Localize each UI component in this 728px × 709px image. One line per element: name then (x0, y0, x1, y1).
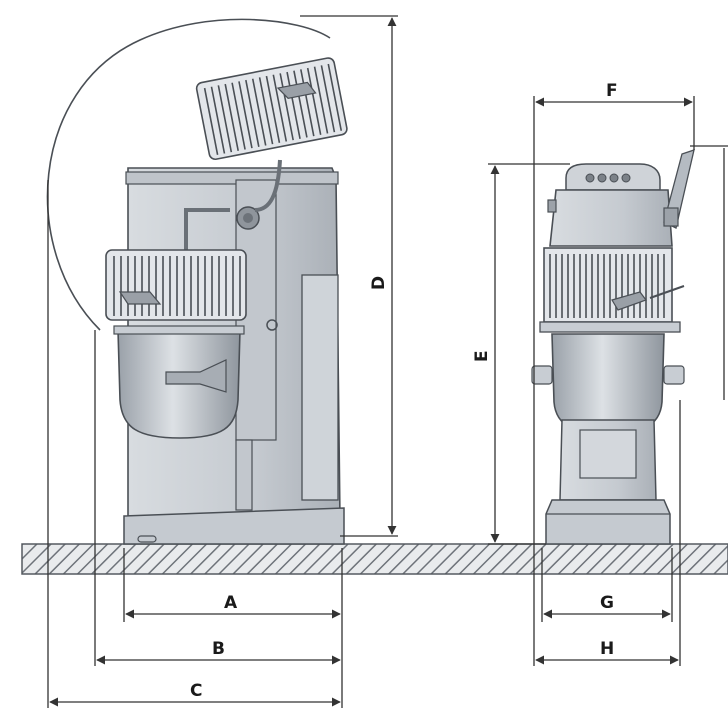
guard-bar (313, 66, 329, 134)
side-view (46, 18, 348, 545)
guard-bar (203, 87, 219, 155)
mixing-bowl-side (113, 325, 245, 439)
bowl-guard-lowered (105, 249, 247, 321)
guard-bar (245, 79, 260, 147)
front-guard (543, 247, 685, 323)
front-view (531, 149, 695, 545)
dimension-b-label: B (212, 639, 225, 659)
guard-bar (210, 86, 226, 154)
guard-bar (251, 78, 267, 146)
control-dials (585, 173, 631, 183)
floor (21, 543, 728, 575)
guard-bar (272, 74, 288, 142)
guard-bar (300, 69, 315, 137)
guard-bar (224, 83, 239, 151)
guard-bar (265, 75, 281, 143)
dimension-a-label: A (224, 593, 238, 613)
dimension-d-label: D (369, 276, 389, 290)
guard-bar (286, 71, 301, 139)
dimension-lines (47, 15, 728, 708)
mixing-bowl-front (531, 333, 685, 435)
machine-base-front (545, 499, 671, 545)
side-panel (301, 274, 339, 501)
guard-bar (320, 65, 336, 133)
guard-bar (306, 67, 322, 135)
swing-arc (46, 18, 331, 331)
guard-bar (238, 81, 253, 149)
dimension-f-label: F (606, 81, 618, 101)
bowl-guard-raised (195, 57, 348, 161)
dimension-e-label: E (472, 350, 492, 362)
dimension-c-label: C (190, 681, 202, 701)
dimension-labels: A B C D E F G H (190, 81, 618, 701)
guard-bar (231, 82, 246, 150)
guard-bar (279, 73, 294, 141)
machine-base-side (123, 507, 345, 545)
guard-bar (293, 70, 308, 138)
control-button-icon (266, 319, 278, 331)
dimension-h-label: H (600, 639, 614, 659)
guard-bar (258, 77, 274, 145)
guard-bar (327, 63, 343, 131)
dimension-g-label: G (600, 593, 614, 613)
guard-bar (217, 85, 233, 153)
